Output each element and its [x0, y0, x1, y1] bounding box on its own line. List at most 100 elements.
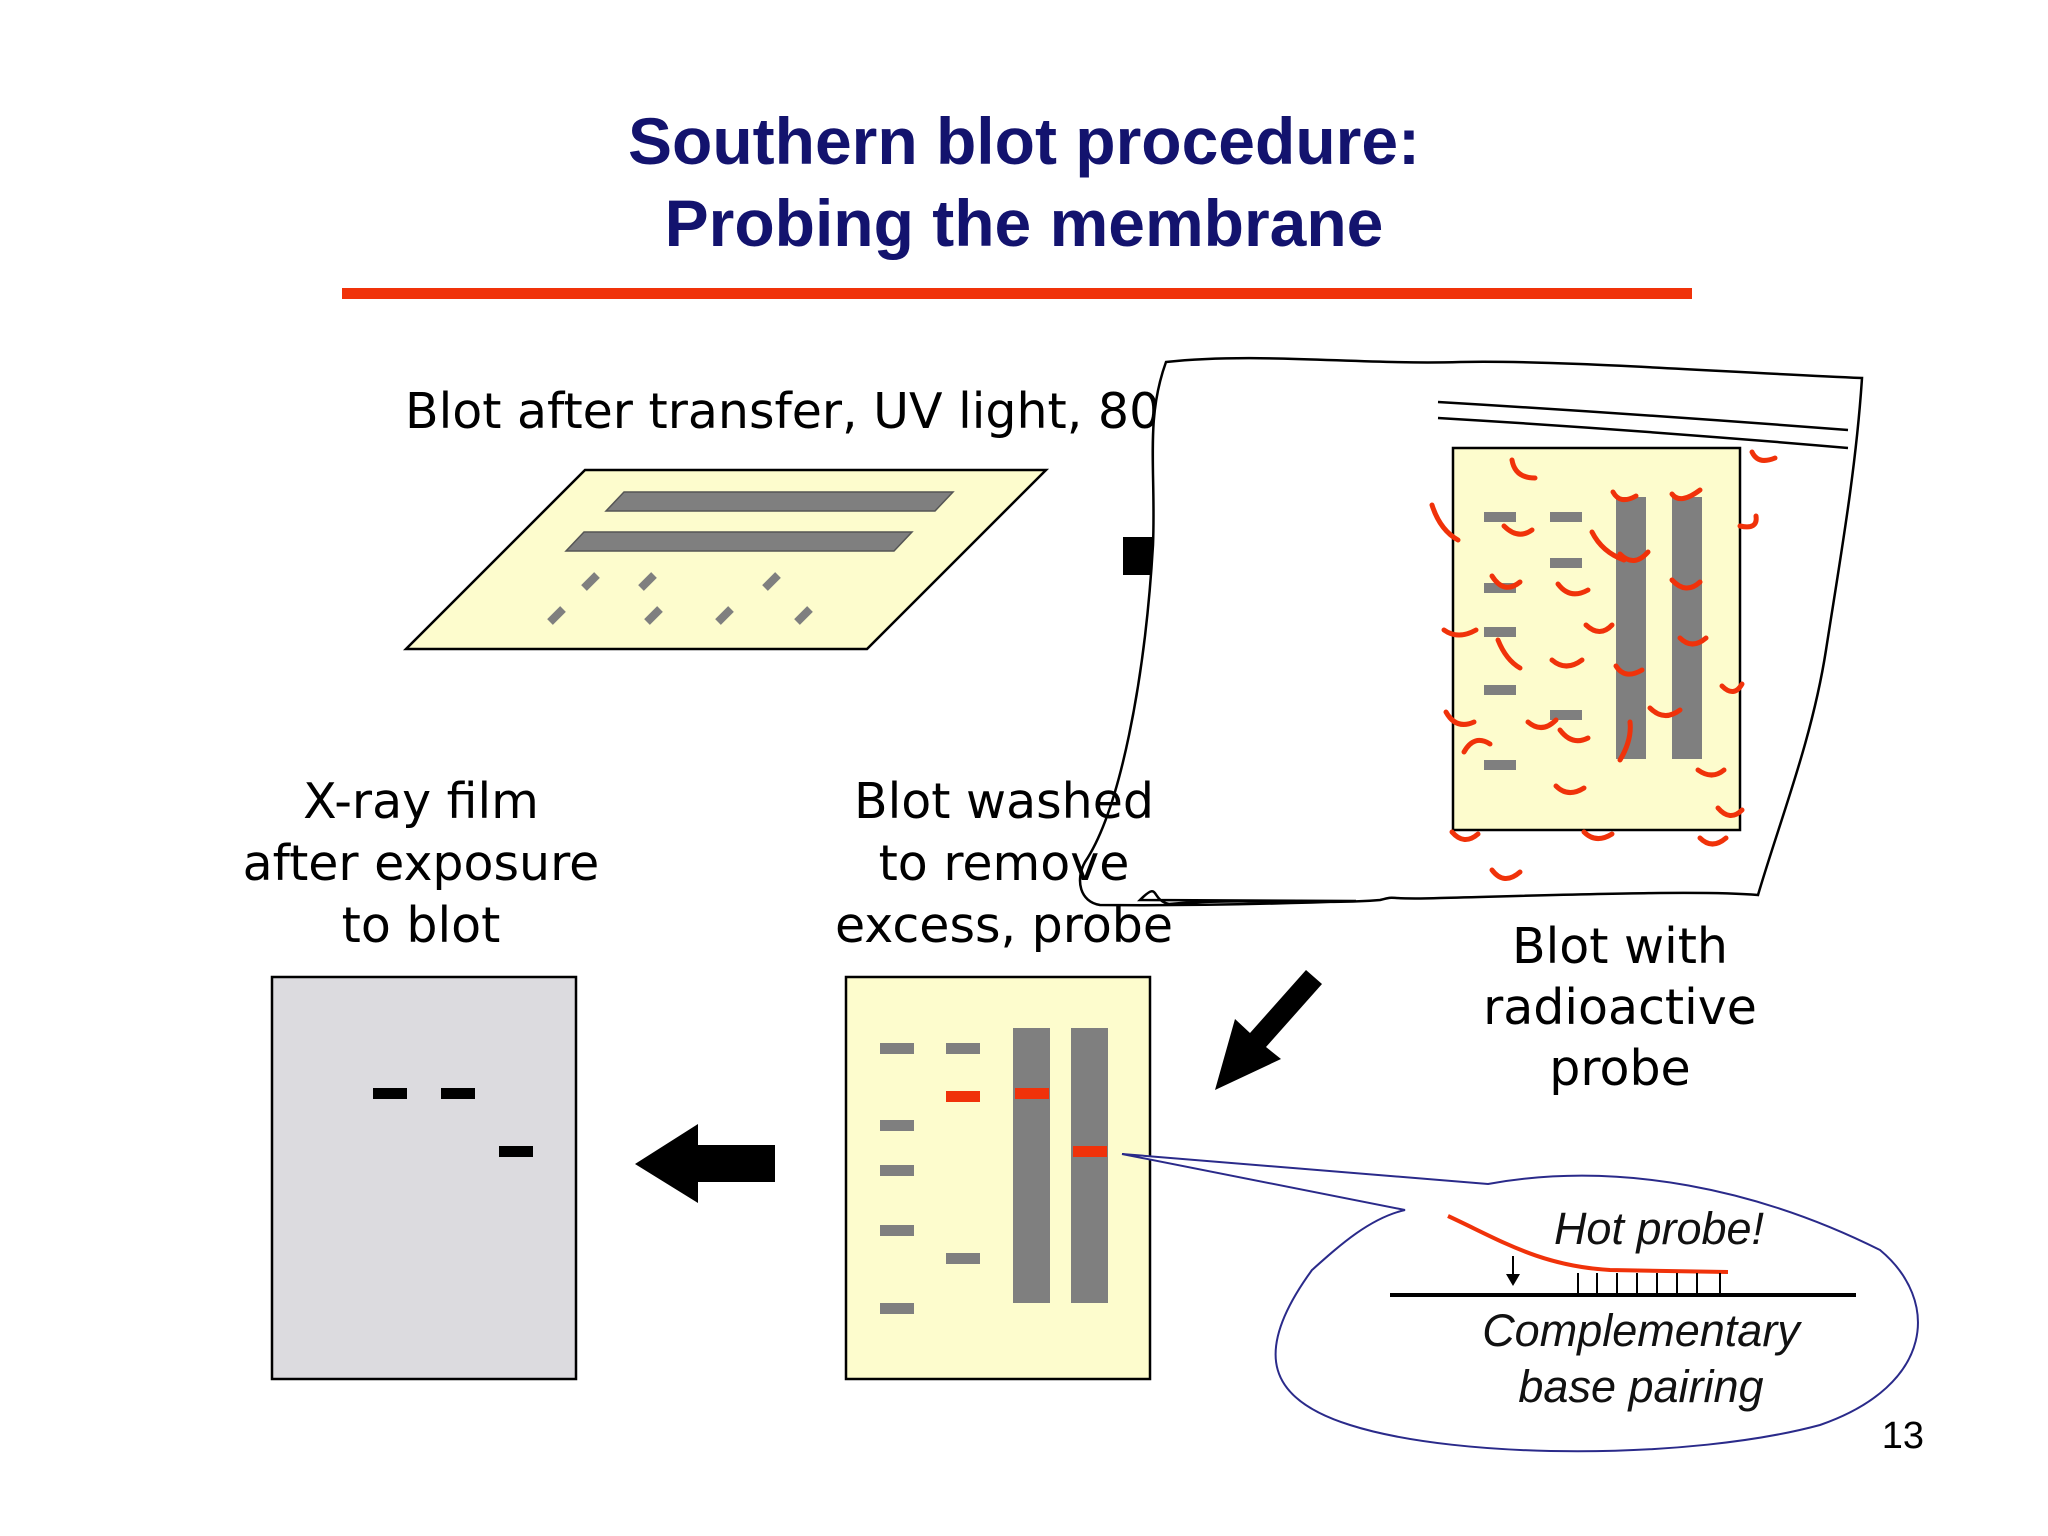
dna-band	[880, 1303, 914, 1314]
arrow-down-left-icon	[1215, 970, 1322, 1090]
hybridized-probe-band	[1015, 1088, 1049, 1099]
probe-squiggle	[1461, 737, 1493, 755]
probe-squiggle	[1589, 529, 1627, 563]
probe-squiggle	[1719, 681, 1745, 694]
probe-squiggle	[1583, 622, 1615, 634]
transferred-lane-band	[564, 531, 914, 552]
probe-squiggle	[1697, 835, 1729, 847]
probe-squiggle	[1509, 457, 1538, 481]
probe-squiggle	[1449, 829, 1481, 842]
label-xray-film: X-ray film after exposure to blot	[243, 773, 600, 954]
label-line: Blot washed	[854, 773, 1154, 830]
dna-band	[1550, 558, 1582, 568]
callout-pairing-label: base pairing	[1518, 1361, 1763, 1412]
hybridized-probe-band	[1073, 1146, 1107, 1157]
page-number: 13	[1882, 1415, 1924, 1457]
probe-squiggle	[1553, 783, 1587, 795]
dna-band	[1484, 760, 1516, 770]
probe-squiggle	[1495, 637, 1523, 671]
probe-squiggle	[1489, 867, 1523, 881]
probe-squiggle	[1715, 805, 1745, 818]
probe-strand	[1447, 1214, 1729, 1274]
label-line: Blot with	[1512, 918, 1728, 975]
probe-squiggle	[1613, 663, 1645, 677]
callout-bubble	[1121, 1153, 1919, 1453]
label-line: to blot	[342, 897, 501, 954]
exposed-band	[441, 1088, 475, 1099]
probe-squiggle	[1695, 767, 1727, 778]
probe-squiggle	[1737, 513, 1759, 530]
label-line: to remove	[879, 835, 1130, 892]
dna-band	[880, 1165, 914, 1176]
dna-fragment-mark	[762, 572, 781, 591]
callout-hot-probe-label: Hot probe!	[1554, 1203, 1765, 1254]
probe-squiggle	[1647, 705, 1683, 718]
dna-band	[880, 1225, 914, 1236]
probe-squiggle	[1549, 657, 1585, 669]
probe-squiggle	[1555, 581, 1591, 597]
dna-band	[1484, 583, 1516, 593]
exposed-band	[373, 1088, 407, 1099]
probe-squiggle	[1443, 709, 1477, 727]
dna-band	[1484, 627, 1516, 637]
dna-fragment-mark	[547, 606, 566, 625]
probe-squiggle	[1489, 573, 1523, 590]
probe-squiggle	[1581, 829, 1615, 841]
bag-seal-line	[1437, 400, 1849, 432]
xray-film	[270, 975, 578, 1381]
hybridized-probe-band	[946, 1091, 980, 1102]
probe-squiggle	[1557, 727, 1591, 744]
dna-band	[946, 1253, 980, 1264]
slide-title-line-1: Southern blot procedure:	[628, 104, 1420, 178]
probe-squiggle	[1617, 719, 1633, 763]
label-line: probe	[1549, 1040, 1690, 1097]
label-blot-after-transfer: Blot after transfer, UV light, 80°C	[405, 383, 1219, 440]
label-blot-with-probe: Blot with radioactive probe	[1483, 918, 1757, 1097]
film-sheet	[270, 975, 578, 1381]
uncut-dna-lane	[1071, 1028, 1108, 1303]
small-down-arrow-icon	[1506, 1256, 1520, 1286]
exposed-band	[499, 1146, 533, 1157]
probe-squiggle	[1610, 489, 1639, 503]
membrane-after-transfer	[402, 468, 1050, 651]
probe-squiggle	[1749, 449, 1778, 463]
dna-band	[880, 1043, 914, 1054]
label-line: excess, probe	[835, 897, 1173, 954]
probe-squiggle	[1441, 627, 1479, 638]
probe-squiggle	[1501, 523, 1535, 537]
probe-squiggle	[1669, 487, 1703, 502]
membrane-sheet	[402, 468, 1050, 651]
dna-band	[1550, 710, 1582, 720]
label-line: radioactive	[1483, 979, 1757, 1036]
label-blot-washed: Blot washed to remove excess, probe	[835, 773, 1173, 954]
slide-title-line-2: Probing the membrane	[665, 186, 1384, 260]
dna-fragment-mark	[638, 572, 657, 591]
dna-band	[946, 1043, 980, 1054]
bag-seal-line	[1437, 416, 1849, 450]
bag-with-probe	[1078, 356, 1864, 907]
arrow-left-icon	[635, 1124, 775, 1203]
dna-band	[1550, 512, 1582, 522]
probe-squiggle	[1525, 717, 1559, 730]
uncut-dna-lane	[1616, 497, 1646, 759]
probe-squiggle	[1677, 635, 1709, 647]
callout-pairing-label: Complementary	[1482, 1305, 1802, 1356]
transferred-lane-band	[604, 491, 955, 512]
title-underline-rule	[342, 288, 1692, 299]
probe-squiggle	[1429, 502, 1461, 543]
dna-fragment-mark	[715, 606, 734, 625]
dna-fragment-mark	[794, 606, 813, 625]
label-line: X-ray film	[303, 773, 539, 830]
dna-band	[880, 1120, 914, 1131]
dna-fragment-mark	[644, 606, 663, 625]
uncut-dna-lane	[1013, 1028, 1050, 1303]
probe-squiggle	[1669, 577, 1703, 591]
label-line: after exposure	[243, 835, 600, 892]
dna-fragment-mark	[581, 572, 600, 591]
dna-band	[1484, 512, 1516, 522]
uncut-dna-lane	[1672, 497, 1702, 759]
hybridization-callout: Hot probe! Complementary base pairing	[1121, 1153, 1919, 1453]
washed-blot	[844, 975, 1152, 1381]
probe-squiggle	[1617, 549, 1651, 563]
